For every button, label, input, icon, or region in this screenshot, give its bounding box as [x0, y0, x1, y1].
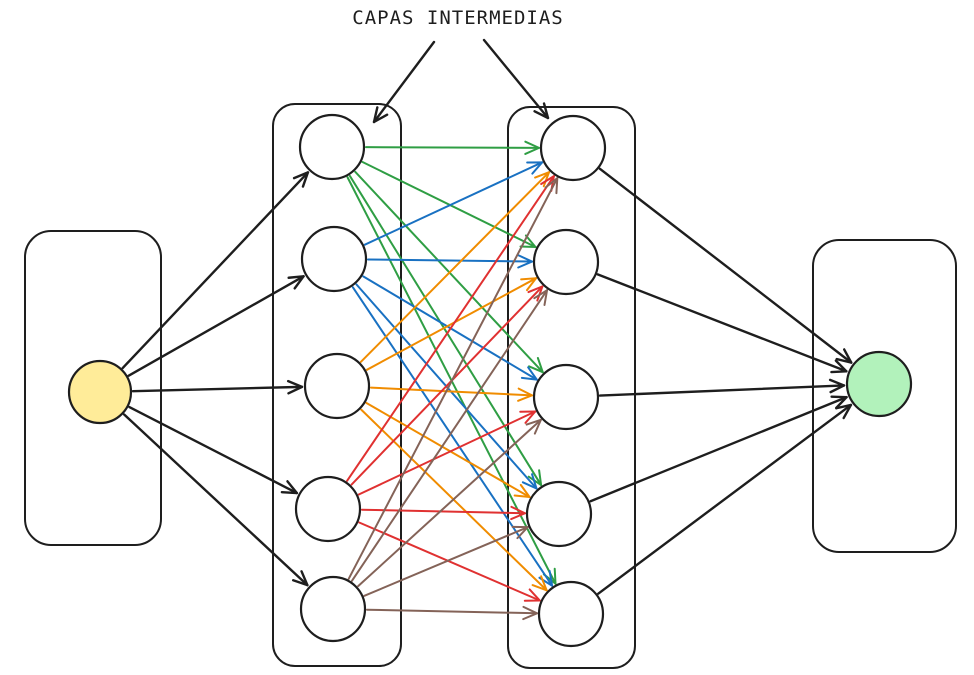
hidden-layer-1-node-1: [298, 113, 366, 181]
edge-input-to-h1-5: [122, 413, 309, 587]
input-layer-box: [24, 230, 162, 546]
hidden-layer-2-node-4: [525, 480, 593, 548]
hidden-layer-1-node-3: [303, 352, 371, 420]
edge-input-to-h1-1: [121, 171, 310, 370]
edge-h2-3-to-output: [598, 378, 846, 397]
edge-h1-3-to-h2-3: [369, 386, 534, 402]
hidden-layer-1-node-2: [300, 225, 368, 293]
edge-h1-5-to-h2-2: [350, 289, 549, 582]
hidden-layer-2-node-3: [532, 363, 600, 431]
edge-h1-5-to-h2-4: [363, 525, 529, 597]
hidden-layer-1-node-5: [299, 575, 367, 643]
edge-h1-2-to-h2-1: [363, 161, 544, 246]
edge-h1-4-to-h2-2: [350, 285, 544, 486]
edge-h2-5-to-output: [597, 403, 853, 595]
edge-h1-2-to-h2-2: [366, 254, 534, 269]
edge-input-to-h1-2: [127, 275, 305, 377]
edge-h1-5-to-h2-5: [365, 605, 539, 621]
edge-h1-4-to-h2-5: [358, 521, 541, 602]
diagram-title: CAPAS INTERMEDIAS: [352, 7, 563, 29]
edge-h1-5-to-h2-1: [347, 177, 559, 580]
title-arrow-to-hidden-layer-2: [482, 38, 550, 120]
edge-h2-1-to-output: [598, 167, 853, 364]
input-node: [67, 359, 133, 425]
edge-h1-1-to-h2-1: [364, 140, 541, 155]
title-arrow-to-hidden-layer-1: [372, 40, 436, 124]
edge-h1-3-to-h2-2: [365, 277, 538, 371]
edge-h1-4-to-h2-3: [357, 410, 537, 496]
edge-h1-5-to-h2-3: [357, 418, 542, 588]
output-node: [845, 350, 913, 418]
hidden-layer-1-box: [272, 103, 402, 667]
edge-h1-4-to-h2-4: [360, 505, 527, 521]
hidden-layer-2-node-1: [539, 114, 607, 182]
edge-h2-4-to-output: [589, 395, 848, 503]
output-layer-box: [812, 239, 957, 553]
edge-input-to-h1-3: [131, 379, 304, 395]
hidden-layer-1-node-4: [294, 475, 362, 543]
hidden-layer-2-node-5: [537, 580, 605, 648]
hidden-layer-2-node-2: [532, 228, 600, 296]
hidden-layer-2-box: [507, 106, 636, 669]
edge-input-to-h1-4: [128, 405, 299, 495]
edge-h2-2-to-output: [596, 273, 848, 374]
edge-h1-3-to-h2-4: [365, 401, 531, 499]
edge-h1-1-to-h2-4: [348, 174, 543, 487]
